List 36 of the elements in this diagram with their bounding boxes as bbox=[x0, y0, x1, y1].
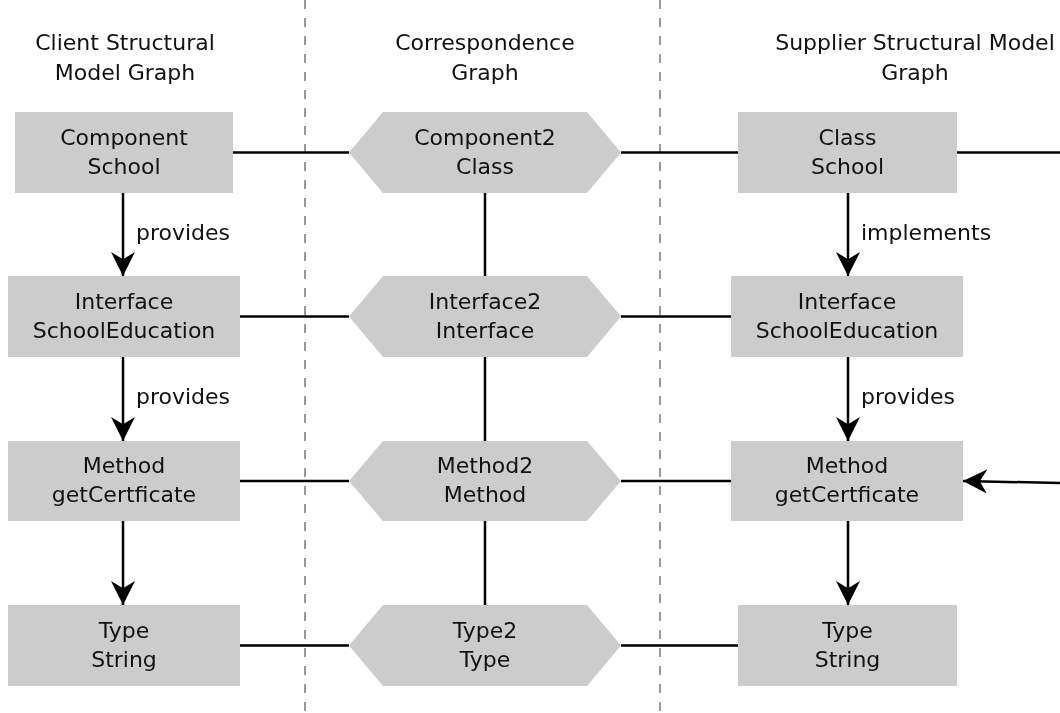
process-box: Class School bbox=[738, 112, 957, 193]
arrow bbox=[962, 469, 1060, 494]
connector-line bbox=[957, 151, 1060, 154]
column-heading: Client Structural Model Graph bbox=[34, 29, 216, 87]
connector-line bbox=[483, 521, 487, 605]
connector-line bbox=[483, 357, 487, 441]
edge-label: provides bbox=[135, 385, 232, 410]
arrow bbox=[111, 357, 135, 441]
process-box: Interface SchoolEducation bbox=[731, 276, 963, 357]
process-box: Interface SchoolEducation bbox=[8, 276, 240, 357]
connector-line bbox=[233, 151, 349, 154]
arrow bbox=[836, 357, 860, 441]
hexagon-node: Method2 Method bbox=[349, 441, 621, 521]
process-box: Method getCertficate bbox=[731, 441, 963, 521]
connector-line bbox=[621, 479, 731, 483]
edge-label: provides bbox=[860, 385, 957, 410]
process-box: Component School bbox=[15, 112, 233, 193]
process-box: Type String bbox=[738, 605, 957, 686]
connector-line bbox=[621, 644, 738, 647]
arrow bbox=[111, 521, 135, 605]
connector-line bbox=[240, 644, 349, 647]
connector-line bbox=[240, 315, 349, 318]
hexagon-node: Interface2 Interface bbox=[349, 276, 621, 357]
connector-line bbox=[240, 479, 349, 483]
process-box: Method getCertficate bbox=[8, 441, 240, 521]
column-heading: Correspondence Graph bbox=[394, 29, 576, 87]
hexagon-node: Type2 Type bbox=[349, 605, 621, 686]
process-box: Type String bbox=[8, 605, 240, 686]
connector-line bbox=[621, 151, 738, 154]
connector-line bbox=[483, 193, 487, 276]
arrow bbox=[836, 193, 860, 276]
hexagon-node: Component2 Class bbox=[349, 112, 621, 193]
arrow bbox=[111, 193, 135, 276]
column-heading: Supplier Structural Model Graph bbox=[774, 29, 1056, 87]
connector-line bbox=[621, 315, 731, 318]
arrow bbox=[836, 521, 860, 605]
